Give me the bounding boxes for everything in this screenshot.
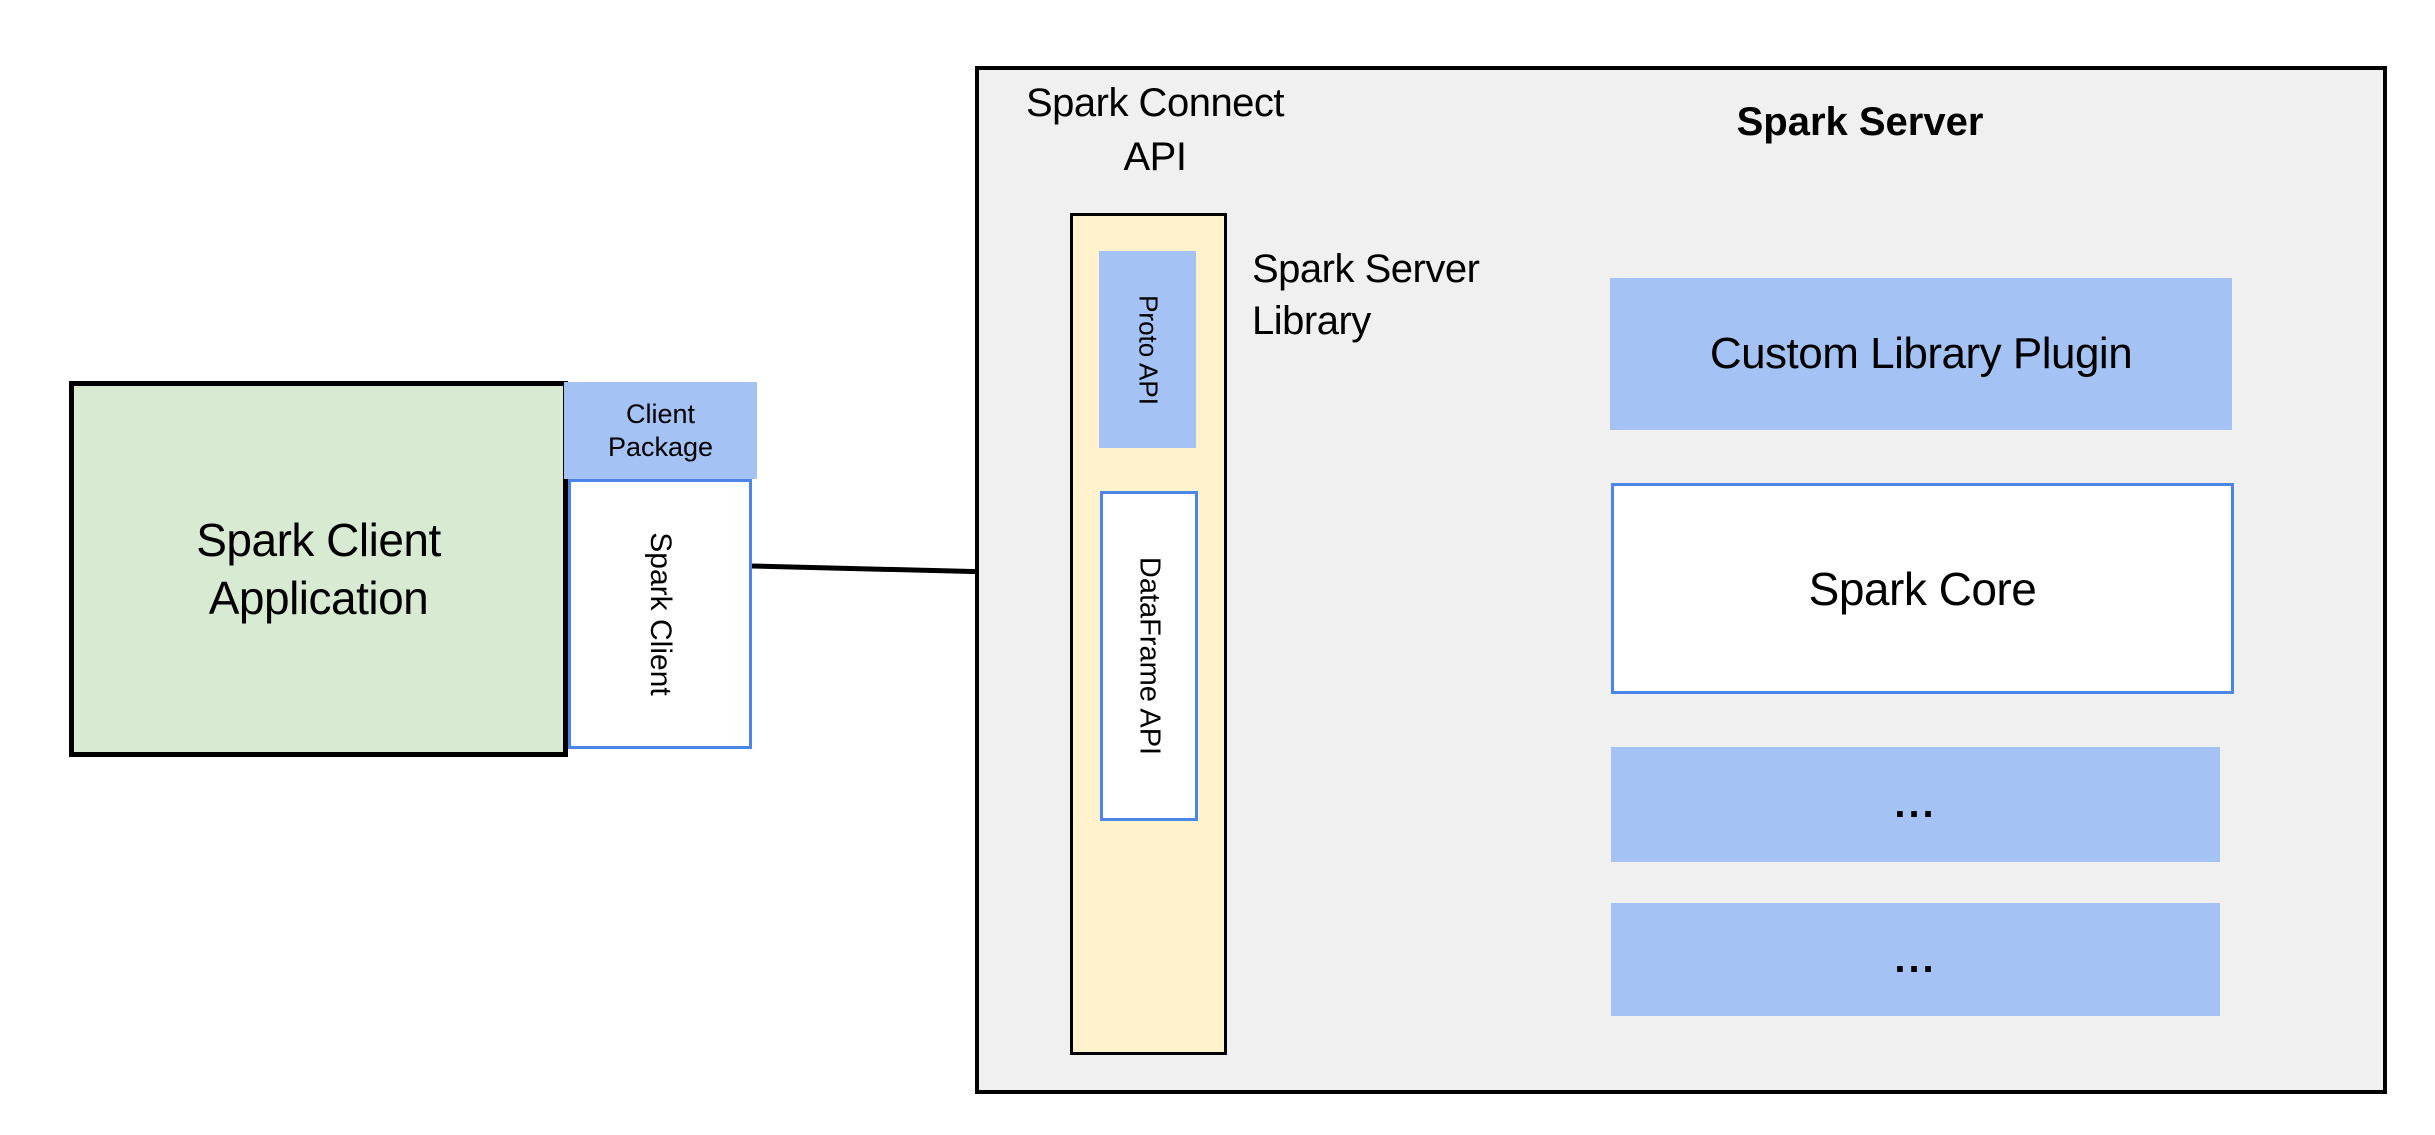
dataframe-api-box: DataFrame API xyxy=(1100,491,1198,821)
ellipsis-label: ... xyxy=(1894,782,1937,826)
label-line: Spark Connect xyxy=(1025,81,1285,125)
proto-api-label: Proto API xyxy=(1133,294,1163,405)
label-line: Application xyxy=(208,572,429,624)
client-package-box: Client Package xyxy=(564,382,757,479)
ellipsis-box-1: ... xyxy=(1611,747,2220,862)
dataframe-api-label: DataFrame API xyxy=(1133,556,1166,756)
spark-client-label: Spark Client xyxy=(644,532,677,696)
spark-server-library-label: Spark Server Library xyxy=(1252,243,1582,347)
label-line: Library xyxy=(1252,299,1371,343)
spark-client-application-label: Spark Client Application xyxy=(196,511,441,627)
spark-client-application-box: Spark Client Application xyxy=(69,381,568,757)
spark-client-box: Spark Client xyxy=(568,479,752,749)
custom-library-plugin-box: Custom Library Plugin xyxy=(1610,278,2232,430)
ellipsis-box-2: ... xyxy=(1611,903,2220,1016)
label-line: Spark Client xyxy=(196,514,441,566)
label-line: Package xyxy=(607,431,714,462)
label-line: Spark Server xyxy=(1252,247,1480,291)
ellipsis-label: ... xyxy=(1894,937,1937,981)
proto-api-box: Proto API xyxy=(1099,251,1196,448)
client-package-label: Client Package xyxy=(608,398,713,464)
spark-connect-api-title: Spark Connect API xyxy=(955,76,1355,184)
custom-library-plugin-label: Custom Library Plugin xyxy=(1709,329,2133,378)
spark-core-label: Spark Core xyxy=(1808,562,2037,615)
spark-core-box: Spark Core xyxy=(1611,483,2234,694)
label-line: Client xyxy=(625,398,695,429)
label-line: API xyxy=(1123,135,1187,179)
spark-server-title: Spark Server xyxy=(1736,100,1984,144)
